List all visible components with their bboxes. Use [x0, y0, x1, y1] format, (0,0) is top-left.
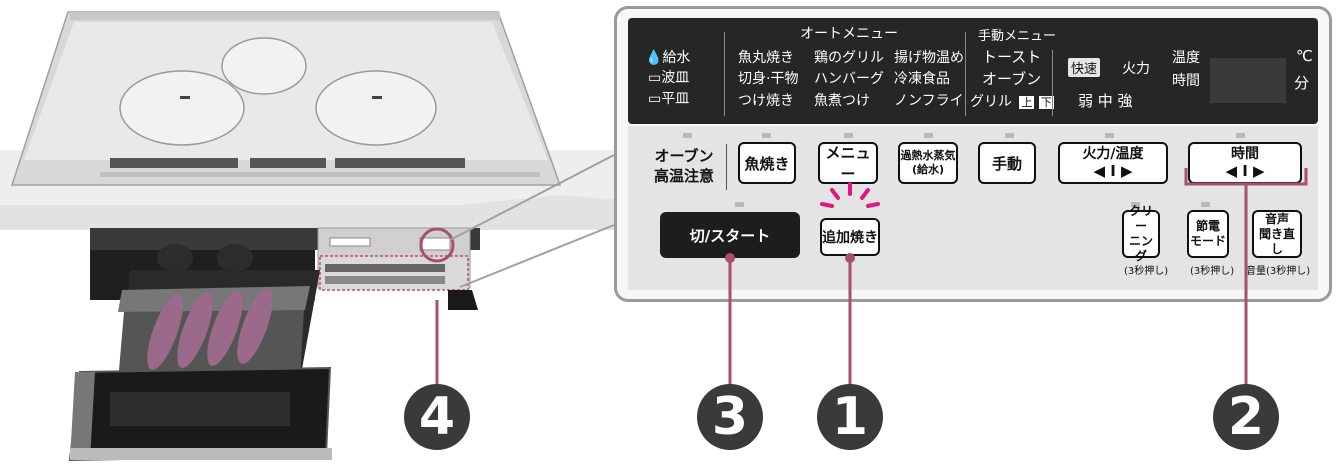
stove-illustration [0, 11, 620, 462]
led-indicator [1236, 133, 1245, 138]
water-indicator: 💧給水 [645, 47, 690, 67]
auto-menu-item: ハンバーグ [814, 71, 884, 87]
voice-note: 音量(3秒押し) [1246, 266, 1311, 277]
manual-menu-title: 手動メニュー [978, 29, 1057, 44]
led-indicator [1005, 133, 1014, 138]
time-label: 時間 [1172, 73, 1200, 89]
oven-warning: オーブン 高温注意 [654, 146, 714, 186]
auto-menu-item: 魚丸焼き [738, 50, 794, 66]
callout-4: 4 [404, 384, 470, 450]
minute-unit: 分 [1294, 74, 1310, 92]
cleaning-button[interactable]: クリー ニング [1122, 204, 1160, 263]
auto-menu-item: 魚煮つけ [814, 93, 870, 109]
manual-menu-item: オーブン [982, 70, 1042, 88]
time-arrows-icon: ◀ I ▶ [1225, 162, 1265, 180]
auto-menu-item: ノンフライ [894, 93, 964, 109]
flat-plate-indicator: ▭平皿 [648, 88, 689, 108]
cleaning-label: クリー [1128, 204, 1153, 233]
steam-sub-label: (給水) [911, 163, 945, 176]
flat-plate-label: 平皿 [661, 91, 690, 107]
steam-label: 過熱水蒸気 [900, 149, 956, 162]
auto-menu-item: 揚げ物温め [894, 50, 964, 66]
voice-repeat-button[interactable]: 音声 聞き直し [1252, 210, 1302, 258]
celsius-unit: ℃ [1296, 47, 1313, 65]
upper-heater-badge: 上 [1019, 96, 1035, 109]
temp-label: 温度 [1172, 50, 1200, 66]
led-indicator [762, 133, 771, 138]
wave-plate-icon: ▭ [648, 70, 662, 86]
voice-label: 音声 [1264, 211, 1289, 226]
manual-menu-item: グリル 上 下 [970, 91, 1054, 111]
callout-1: 1 [817, 384, 883, 450]
heat-temp-label: 火力/温度 [1082, 146, 1144, 162]
voice-label-2: 聞き直し [1258, 226, 1295, 256]
highlight-rays [820, 182, 880, 208]
wave-plate-indicator: ▭波皿 [648, 67, 689, 87]
led-indicator [844, 133, 853, 138]
eco-label-2: モード [1189, 234, 1226, 248]
auto-menu-title: オートメニュー [800, 26, 898, 42]
water-drop-icon: 💧 [645, 50, 663, 66]
callout-3: 3 [697, 384, 763, 450]
quick-heat-badge: 快速 [1068, 58, 1101, 77]
time-button[interactable]: 時間 ◀ I ▶ [1188, 142, 1302, 184]
time-label: 時間 [1231, 146, 1259, 162]
manual-menu-item: トースト [982, 48, 1042, 66]
divider [724, 32, 725, 116]
heat-temp-button[interactable]: 火力/温度 ◀ I ▶ [1058, 142, 1168, 184]
warning-line2: 高温注意 [654, 167, 715, 185]
start-stop-button[interactable]: 切/スタート [660, 212, 800, 258]
fish-group [147, 288, 273, 370]
divider [1052, 50, 1053, 116]
lcd-display [1210, 58, 1286, 103]
steam-button[interactable]: 過熱水蒸気 (給水) [898, 142, 958, 184]
wave-plate-label: 波皿 [661, 70, 690, 86]
auto-menu-item: 切身·干物 [738, 71, 799, 87]
led-indicator [1131, 202, 1140, 207]
heat-temp-arrows-icon: ◀ I ▶ [1093, 162, 1133, 180]
led-indicator [735, 202, 744, 207]
auto-menu-item: 冷凍食品 [894, 71, 950, 87]
led-indicator [924, 133, 933, 138]
extra-grill-button[interactable]: 追加焼き [820, 218, 880, 256]
cooktop [10, 11, 562, 186]
flat-plate-icon: ▭ [648, 91, 662, 107]
divider [965, 32, 966, 116]
led-indicator [1105, 133, 1114, 138]
cleaning-label-2: ニング [1128, 234, 1153, 263]
panel-display-area [628, 18, 1318, 124]
eco-note: (3秒押し) [1190, 266, 1235, 277]
auto-menu-item: 鶏のグリル [814, 50, 884, 66]
eco-mode-button[interactable]: 節電 モード [1187, 210, 1229, 258]
led-indicator [1201, 202, 1210, 207]
divider [726, 144, 727, 190]
manual-button[interactable]: 手動 [978, 142, 1036, 184]
grill-label: グリル [970, 94, 1012, 110]
menu-button[interactable]: メニュー [818, 142, 878, 184]
fire-label: 火力 [1122, 61, 1150, 77]
led-indicator [683, 133, 692, 138]
fish-grill-button[interactable]: 魚焼き [738, 142, 796, 184]
warning-line1: オーブン [654, 147, 714, 165]
callout-2: 2 [1213, 384, 1279, 450]
water-label: 給水 [662, 50, 691, 66]
auto-menu-item: つけ焼き [738, 93, 794, 109]
lower-heater-badge: 下 [1038, 96, 1054, 109]
heat-levels: 弱 中 強 [1078, 92, 1133, 110]
eco-label: 節電 [1195, 219, 1220, 233]
cleaning-note: (3秒押し) [1124, 266, 1169, 277]
